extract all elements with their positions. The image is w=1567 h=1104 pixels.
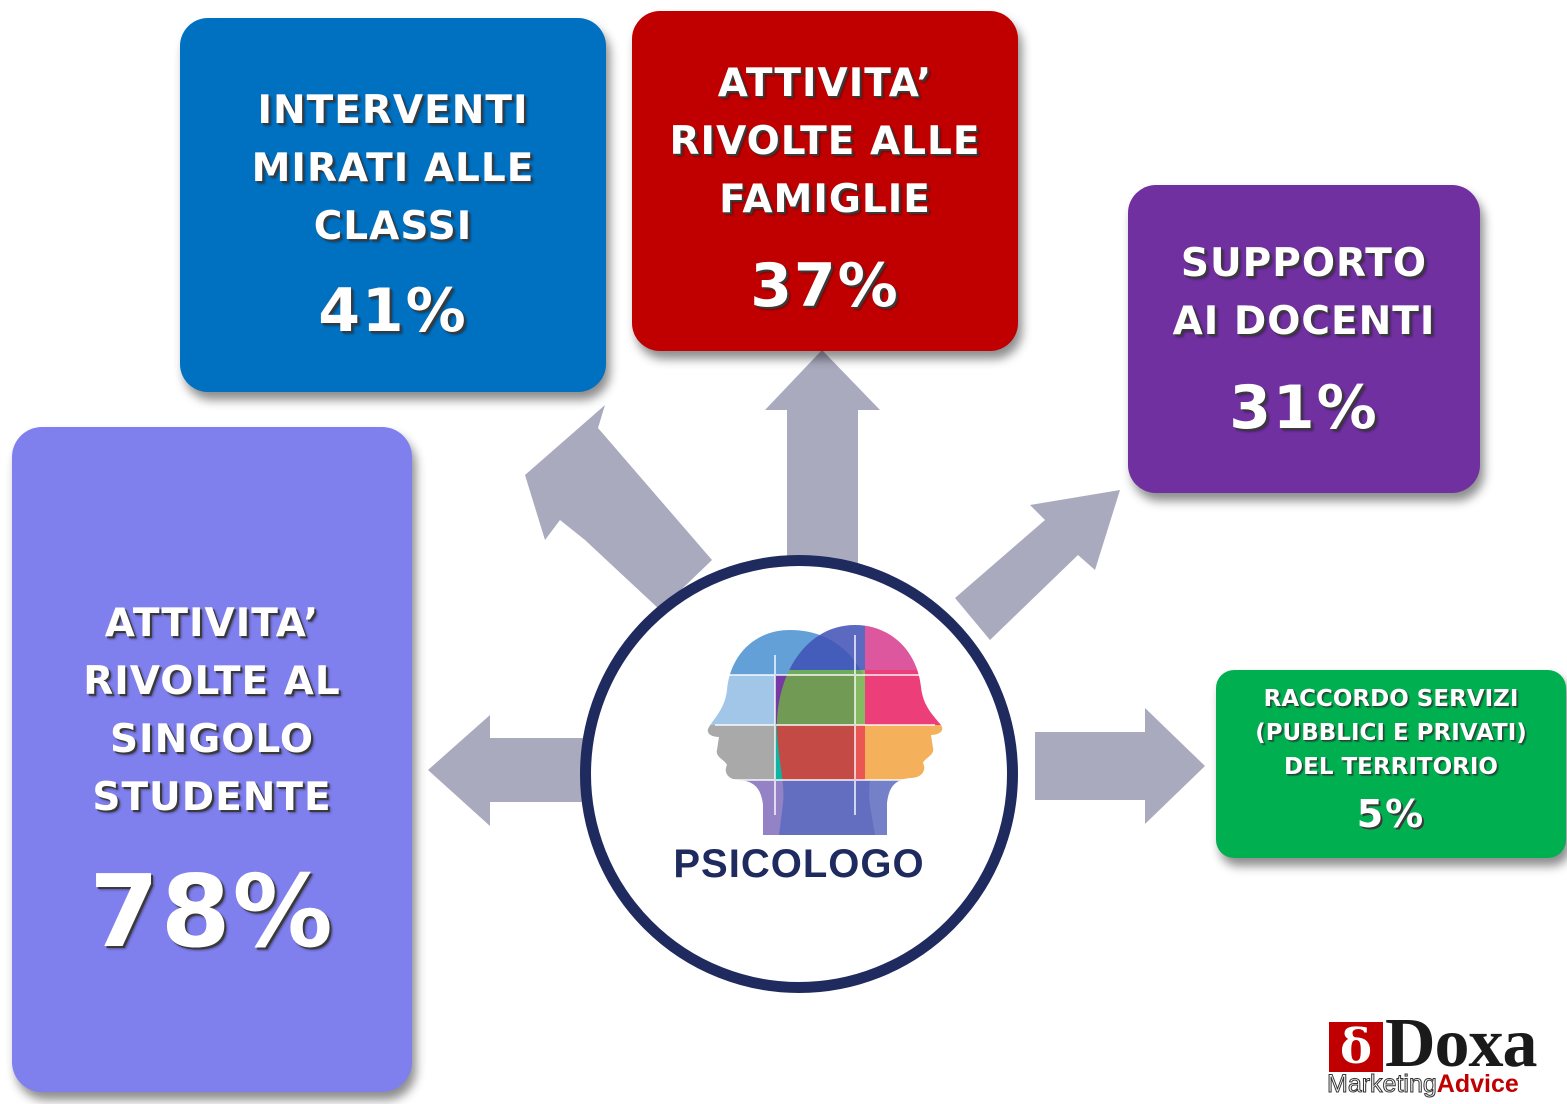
arrow-to-classi bbox=[525, 405, 712, 610]
box-attivita-famiglie: ATTIVITA’ RIVOLTE ALLE FAMIGLIE 37% bbox=[632, 11, 1018, 351]
box-attivita-studente: ATTIVITA’ RIVOLTE AL SINGOLO STUDENTE 78… bbox=[12, 427, 412, 1092]
arrow-to-studente bbox=[428, 715, 600, 826]
arrow-to-docenti bbox=[955, 490, 1120, 640]
doxa-logo-name: Doxa bbox=[1385, 1005, 1538, 1082]
box-raccordo-servizi: RACCORDO SERVIZI (PUBBLICI E PRIVATI) DE… bbox=[1216, 670, 1566, 858]
box-label: INTERVENTI MIRATI ALLE CLASSI bbox=[251, 88, 535, 249]
doxa-logo-subtitle: MarketingAdvice bbox=[1327, 1070, 1519, 1099]
arrow-to-famiglie bbox=[765, 350, 880, 590]
box-label: SUPPORTO AI DOCENTI bbox=[1172, 241, 1436, 344]
puzzle-heads-icon bbox=[707, 625, 943, 835]
box-supporto-docenti: SUPPORTO AI DOCENTI 31% bbox=[1128, 185, 1480, 493]
box-label: ATTIVITA’ RIVOLTE AL SINGOLO STUDENTE bbox=[83, 601, 341, 820]
box-percentage: 41% bbox=[318, 276, 468, 346]
doxa-logo: δ Doxa MarketingAdvice bbox=[1325, 1005, 1555, 1099]
doxa-logo-mark: δ bbox=[1329, 1022, 1383, 1072]
box-percentage: 78% bbox=[89, 853, 335, 970]
logo-sub-marketing: Marketing bbox=[1327, 1070, 1438, 1099]
arrow-to-servizi bbox=[1035, 708, 1205, 824]
box-percentage: 5% bbox=[1356, 792, 1426, 836]
box-interventi-classi: INTERVENTI MIRATI ALLE CLASSI 41% bbox=[180, 18, 606, 392]
logo-sub-advice: Advice bbox=[1436, 1070, 1519, 1098]
box-label: ATTIVITA’ RIVOLTE ALLE FAMIGLIE bbox=[669, 61, 981, 222]
box-percentage: 37% bbox=[750, 251, 900, 321]
center-label: PSICOLOGO bbox=[673, 842, 925, 886]
box-percentage: 31% bbox=[1229, 373, 1379, 443]
box-label: RACCORDO SERVIZI (PUBBLICI E PRIVATI) DE… bbox=[1255, 686, 1527, 780]
